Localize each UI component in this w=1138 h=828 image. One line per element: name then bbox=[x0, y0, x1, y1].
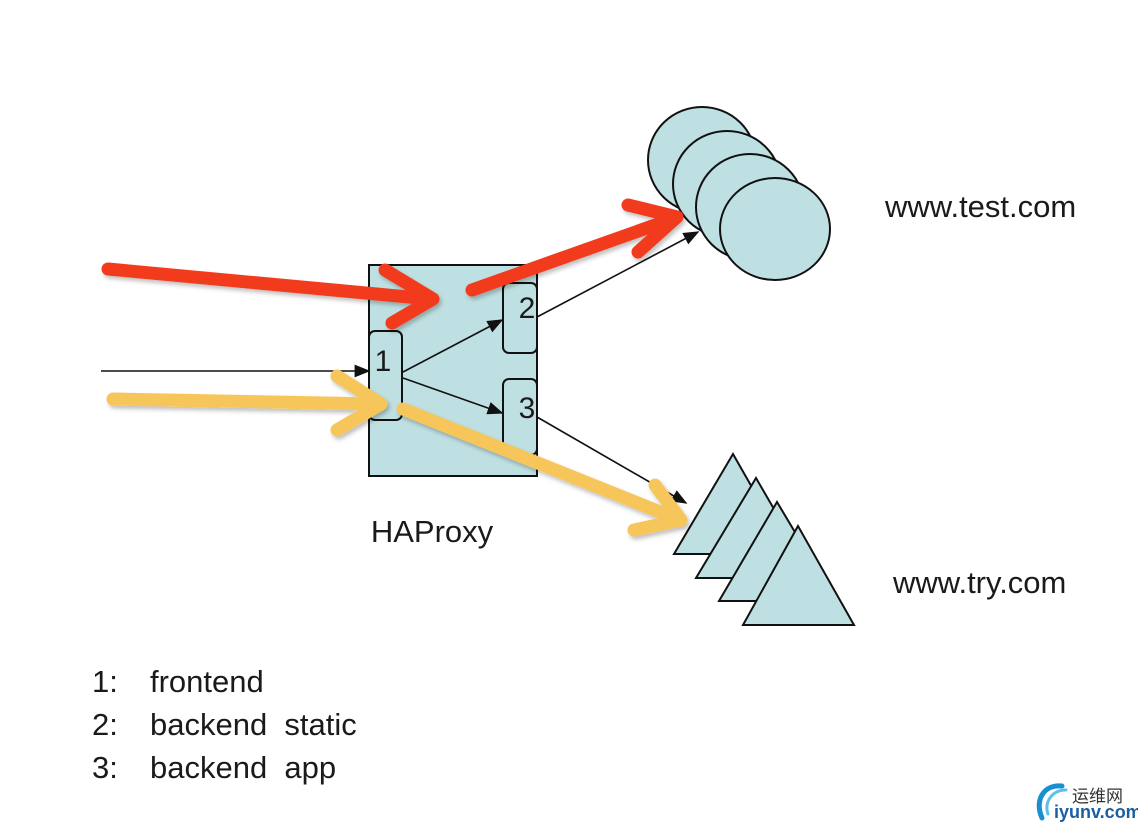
watermark-logo-icon bbox=[1036, 783, 1068, 821]
backend-app-port-label: 3 bbox=[519, 392, 536, 425]
frontend-to-app-arrow bbox=[402, 377, 504, 415]
static-flow-arrow bbox=[101, 198, 684, 330]
frontend-to-static-arrow bbox=[402, 319, 504, 373]
legend-item: 3:backend app bbox=[92, 750, 337, 785]
static-to-servers-arrow bbox=[536, 231, 700, 318]
legend-item: 1:frontend bbox=[92, 664, 264, 699]
app-server bbox=[741, 523, 856, 626]
app-servers-label: www.try.com bbox=[892, 565, 1066, 600]
static-server bbox=[719, 177, 831, 281]
app-server-group bbox=[672, 452, 856, 626]
backend-static-port-label: 2 bbox=[519, 292, 536, 325]
legend: 1:frontend 2:backend static 3:backend ap… bbox=[92, 660, 357, 789]
backend-static-port bbox=[502, 282, 538, 354]
watermark-en: iyunv.com bbox=[1054, 802, 1138, 822]
static-server-group bbox=[647, 106, 831, 281]
watermark-cn: 运维网 bbox=[1072, 787, 1123, 807]
app-flow-arrow bbox=[106, 369, 688, 537]
haproxy-label: HAProxy bbox=[371, 514, 494, 549]
legend-item: 2:backend static bbox=[92, 707, 357, 742]
watermark: 运维网 iyunv.com bbox=[1032, 780, 1138, 826]
frontend-port-label: 1 bbox=[375, 345, 392, 378]
static-servers-label: www.test.com bbox=[884, 189, 1076, 224]
